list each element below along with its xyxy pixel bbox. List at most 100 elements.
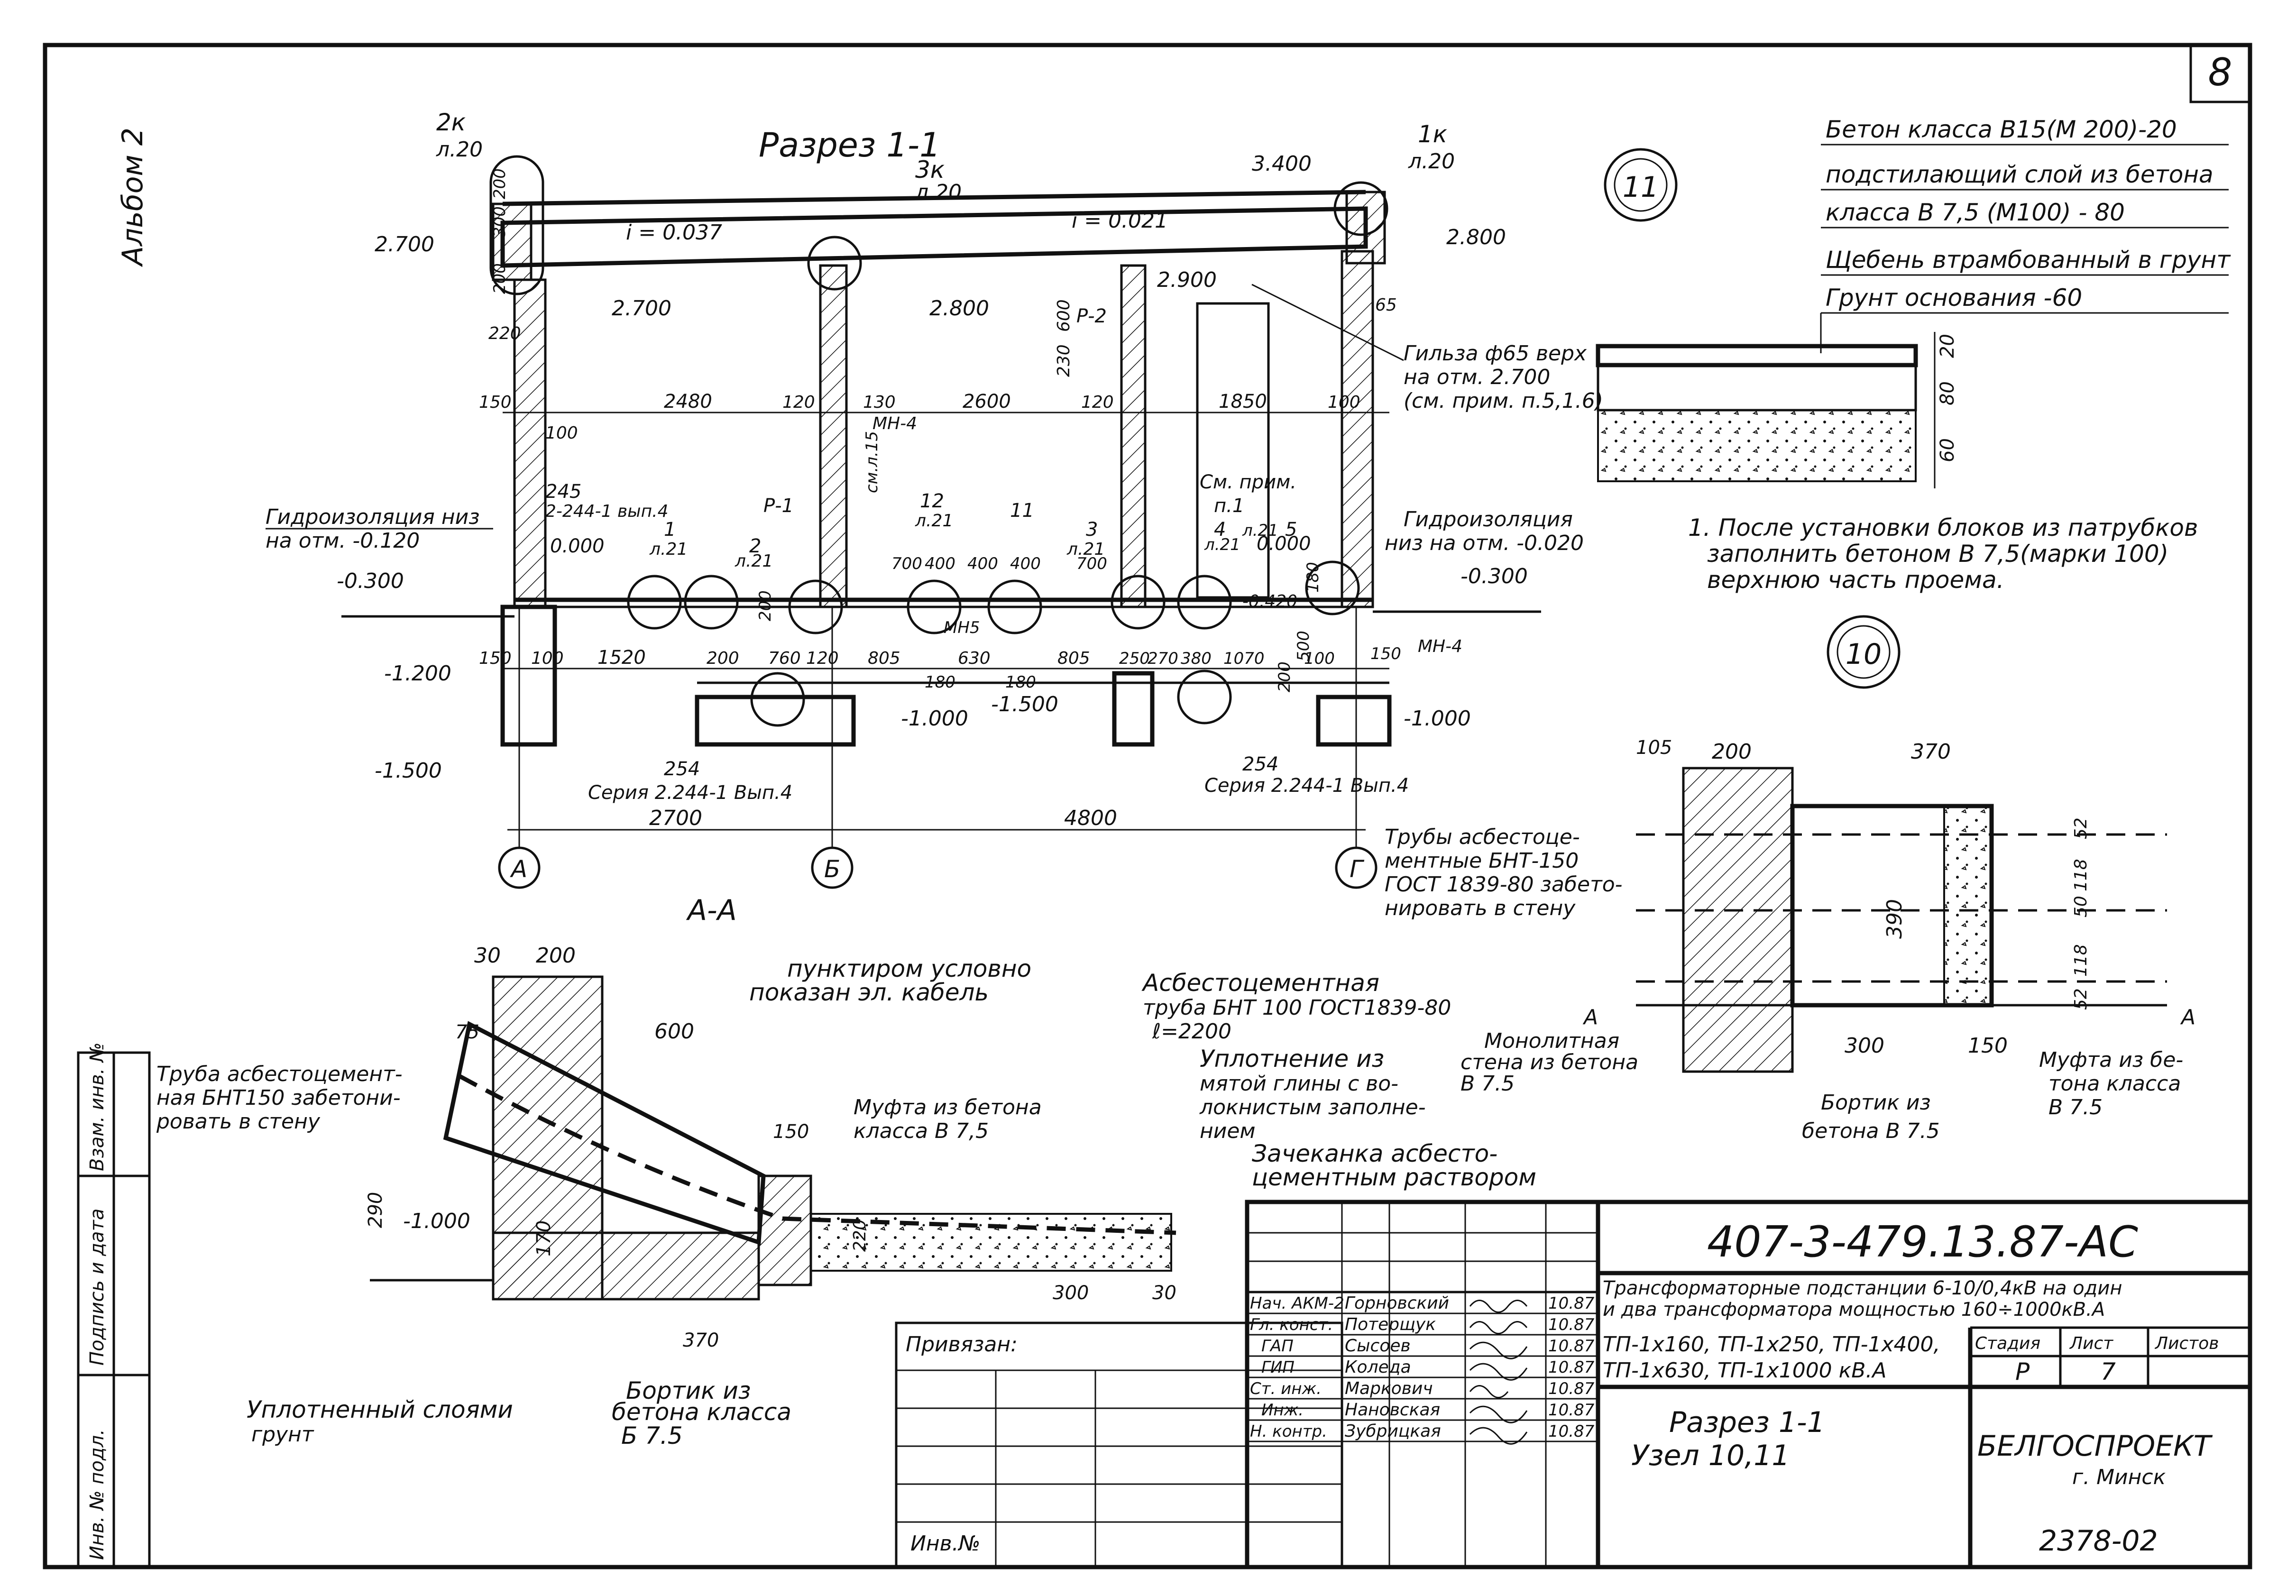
sheet-title-2: Узел 10,11 — [1631, 1439, 1790, 1472]
archive-number: 2378-02 — [2039, 1524, 2158, 1558]
signer-name: Нановская — [1345, 1400, 1440, 1420]
node-11-circle — [987, 579, 1042, 634]
signer-date: 10.87 — [1548, 1401, 1595, 1420]
n10-pipes-1: Трубы асбестоце- — [1385, 825, 1580, 849]
dim-bot-200: 200 — [707, 649, 739, 668]
dim-bot-805a: 805 — [868, 649, 900, 668]
dim-180-vert: 180 — [1304, 562, 1322, 593]
ref-254a: 254 — [664, 758, 700, 780]
aa-truba-2: ная БНТ150 забетони- — [156, 1086, 401, 1110]
aa-upl-3: локнистым заполне- — [1199, 1095, 1426, 1119]
n10-dim-52b: 52 — [2071, 988, 2091, 1010]
ref-1: 1 — [664, 519, 676, 541]
n10-bort-2: бетона В 7.5 — [1802, 1119, 1940, 1143]
aa-truba-1: Труба асбестоцемент- — [156, 1062, 403, 1086]
layer-concrete — [1597, 364, 1917, 412]
dim-bot2-180a: 180 — [925, 673, 955, 692]
door-opening — [1196, 302, 1270, 599]
layer-2: подстилающий слой из бетона — [1826, 161, 2213, 188]
aa-grunt-2: грунт — [251, 1422, 314, 1447]
aa-bort-1: Бортик из — [626, 1377, 751, 1404]
dim-bot-1520: 1520 — [597, 647, 646, 669]
label-mn4-right: МН-4 — [1418, 637, 1462, 656]
album-label: Альбом 2 — [116, 128, 149, 267]
n10-wall-1: Монолитная — [1484, 1029, 1619, 1053]
project-desc-1: Трансформаторные подстанции 6-10/0,4кВ н… — [1603, 1277, 2122, 1299]
aa-upl-1: Уплотнение из — [1200, 1045, 1384, 1073]
dim-bot-120: 120 — [806, 649, 839, 668]
signer-row-3: ГИП Коледа 10.87 — [1261, 1358, 1595, 1377]
parapet-left — [492, 202, 533, 281]
layer-gravel — [1597, 409, 1917, 482]
project-desc-4: ТП-1х630, ТП-1х1000 кВ.А — [1603, 1358, 1887, 1383]
gilza-line1: Гильза ф65 верх — [1404, 341, 1587, 366]
signer-role: Н. контр. — [1250, 1422, 1327, 1441]
org-name: БЕЛГОСПРОЕКТ — [1977, 1430, 2213, 1463]
dim-100: 100 — [545, 423, 578, 443]
layer-top-slab — [1596, 344, 1918, 367]
project-code: 407-3-479.13.87-АС — [1707, 1217, 2138, 1267]
ref-5: 5 — [1285, 519, 1297, 541]
dim-230-vert: 230 — [1054, 344, 1074, 377]
aa-upl-4: нием — [1200, 1119, 1256, 1143]
org-city: г. Минск — [2072, 1465, 2166, 1489]
aa-upl-2: мятой глины с во- — [1200, 1072, 1398, 1096]
n10-dim-52a: 52 — [2071, 817, 2091, 839]
dim-700: 700 — [891, 554, 922, 573]
signer-role: Ст. инж. — [1250, 1379, 1322, 1398]
n10-dim-300: 300 — [1845, 1034, 1884, 1058]
wall-mid — [1120, 264, 1147, 608]
node-10-marker-inner — [1837, 625, 1891, 679]
level-2800-right: 2.800 — [1446, 225, 1506, 249]
aa-kabel-2: показан эл. кабель — [749, 979, 989, 1006]
dim-700b: 700 — [1076, 554, 1107, 573]
node-10-number: 10 — [1846, 638, 1882, 671]
dim-500-vert: 500 — [1294, 631, 1313, 661]
aa-kabel-1: пунктиром условно — [787, 955, 1031, 982]
aa-dim-75: 75 — [455, 1021, 479, 1043]
node-3-circle — [1111, 575, 1166, 630]
signer-row-2: ГАП Сысоев 10.87 — [1261, 1336, 1595, 1356]
wall-axis-b — [819, 264, 848, 608]
note-1-line2: заполнить бетоном В 7,5(марки 100) — [1707, 540, 2168, 568]
dim-200-vert: 200 — [490, 168, 509, 199]
level-3400: 3.400 — [1252, 152, 1312, 176]
aa-asb-3: ℓ=2200 — [1152, 1019, 1231, 1044]
node-11-marker — [1604, 148, 1678, 222]
ref-2: 2 — [749, 535, 761, 557]
n10-dim-390: 390 — [1883, 899, 1907, 939]
node-2-circle — [684, 575, 739, 630]
ref-1-sheet: л.21 — [649, 540, 688, 559]
n10-pipes-2: ментные БНТ-150 — [1385, 849, 1579, 873]
level-2900: 2.900 — [1157, 268, 1217, 292]
dim-top-150: 150 — [479, 393, 512, 412]
callout-1k-label: 1к — [1418, 120, 1447, 148]
dim-bot-630: 630 — [958, 649, 991, 668]
aa-dim-370: 370 — [683, 1330, 719, 1351]
level-1500-mid: -1.500 — [991, 692, 1058, 716]
node-11: 11 Бетон класса В15(М 200)-20 подстилающ… — [1596, 116, 2231, 594]
dim-300-vert: 300 — [490, 206, 509, 237]
aa-level-1000: -1.000 — [403, 1209, 470, 1233]
aa-dim-170: 170 — [533, 1220, 555, 1257]
label-p2: Р-2 — [1076, 305, 1107, 327]
signer-date: 10.87 — [1548, 1422, 1595, 1441]
stage-header: Стадия — [1975, 1334, 2040, 1353]
n10-dim-118a: 118 — [2071, 859, 2091, 891]
dim-200b-vert: 200 — [490, 263, 509, 294]
node-4-circle — [1177, 575, 1232, 630]
signature-marks — [1469, 1300, 1528, 1445]
n10-dim-118b: 118 — [2071, 944, 2091, 977]
axis-a — [498, 846, 541, 889]
label-mn5: МН5 — [944, 618, 980, 637]
dim-bot2-180b: 180 — [1005, 673, 1036, 692]
dim-400c: 400 — [1010, 554, 1041, 573]
level-0300-right: -0.300 — [1460, 564, 1528, 588]
node-1-circle — [627, 575, 682, 630]
stage-value: Р — [2015, 1358, 2030, 1385]
aa-dim-220: 220 — [850, 1219, 870, 1252]
ref-245-series: 2-244-1 вып.4 — [545, 502, 668, 521]
dim-400a: 400 — [925, 554, 955, 573]
